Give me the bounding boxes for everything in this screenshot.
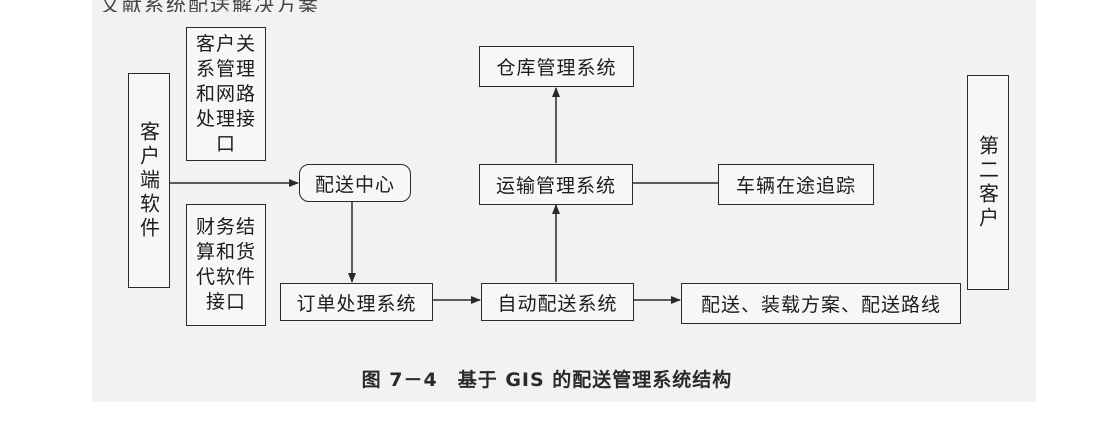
automatic-dispatch-system-node: 自动配送系统 <box>481 283 634 321</box>
delivery-plan-node: 配送、装载方案、配送路线 <box>681 283 961 324</box>
transport-management-system-node: 运输管理系统 <box>479 164 633 205</box>
crm-interface-box: 客户关系管理和网路处理接口 <box>186 27 266 161</box>
cropped-header-text: 文献系统配送解决方案 <box>100 0 320 12</box>
figure-caption: 图 7－4 基于 GIS 的配送管理系统结构 <box>361 369 733 391</box>
third-customer-box: 第二客户 <box>967 75 1009 290</box>
warehouse-management-system-node: 仓库管理系统 <box>479 46 634 87</box>
vehicle-tracking-node: 车辆在途追踪 <box>718 164 874 205</box>
distribution-center-node: 配送中心 <box>299 164 411 202</box>
finance-interface-box: 财务结算和货代软件接口 <box>186 204 266 326</box>
order-processing-system-node: 订单处理系统 <box>280 283 433 321</box>
client-software-box: 客户端软件 <box>128 73 170 288</box>
